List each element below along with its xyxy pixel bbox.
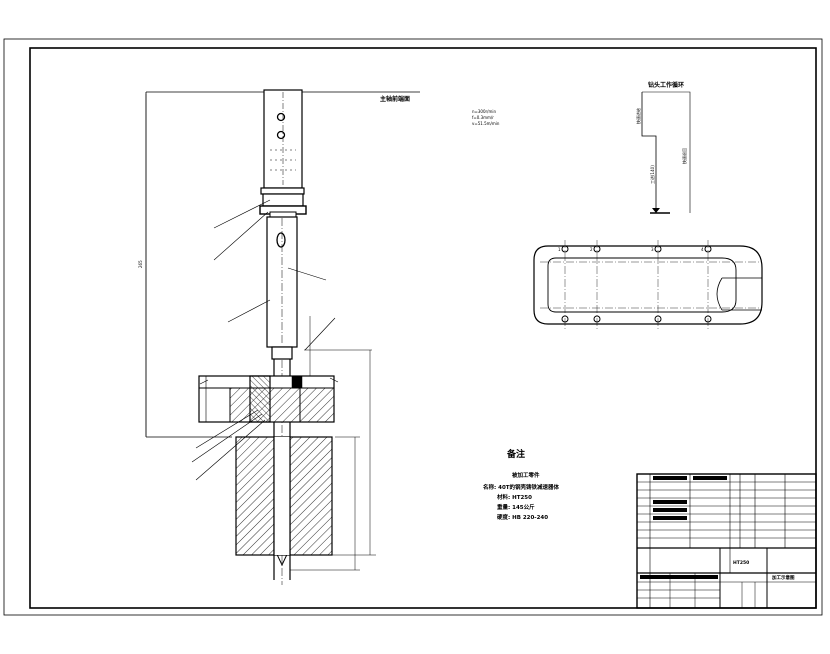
title-block: [636, 473, 817, 609]
cutting-param-line: f=0.3mm/r: [472, 115, 494, 120]
work-cycle-title: 钻头工作循环: [648, 81, 684, 89]
overall-dimension: 265: [138, 260, 143, 268]
hole-label: 2: [590, 247, 593, 252]
notes-line: 硬度: HB 220-240: [497, 513, 548, 521]
inner-frame: [29, 47, 817, 609]
cutting-parameters: n=300r/min f=0.3mm/r v=51.5m/min: [472, 109, 500, 126]
cutting-param-line: n=300r/min: [472, 109, 497, 114]
part-top-view: [533, 240, 763, 330]
work-feed-label: 工进(140): [649, 165, 655, 184]
notes-line: 材料: HT250: [497, 493, 532, 501]
hole-label: 4: [701, 247, 704, 252]
notes-line: 重量: 145公斤: [497, 503, 535, 511]
main-view: [145, 89, 420, 585]
tool-work-cycle: [641, 91, 691, 214]
part-hole-labels: 1 2 3 4: [558, 247, 704, 252]
fast-feed-label: 快速进给: [635, 108, 641, 124]
hole-label: 1: [558, 247, 561, 252]
outer-frame: [3, 38, 823, 616]
spindle-face-label: 主轴前端面: [380, 95, 410, 103]
notes-line: 名称: 40T的钢壳铸铁减速器体: [483, 483, 560, 491]
notes-subtitle: 被加工零件: [512, 471, 540, 479]
cutting-param-line: v=51.5m/min: [472, 121, 500, 126]
title-block-drawing-name: 加工示意图: [771, 574, 795, 581]
fast-return-label: 快速退回: [681, 148, 687, 164]
notes-block: 备注 被加工零件 名称: 40T的钢壳铸铁减速器体 材料: HT250 重量: …: [483, 448, 560, 521]
hole-label: 3: [651, 247, 654, 252]
notes-title: 备注: [506, 448, 525, 460]
title-block-material: HT250: [733, 560, 749, 566]
